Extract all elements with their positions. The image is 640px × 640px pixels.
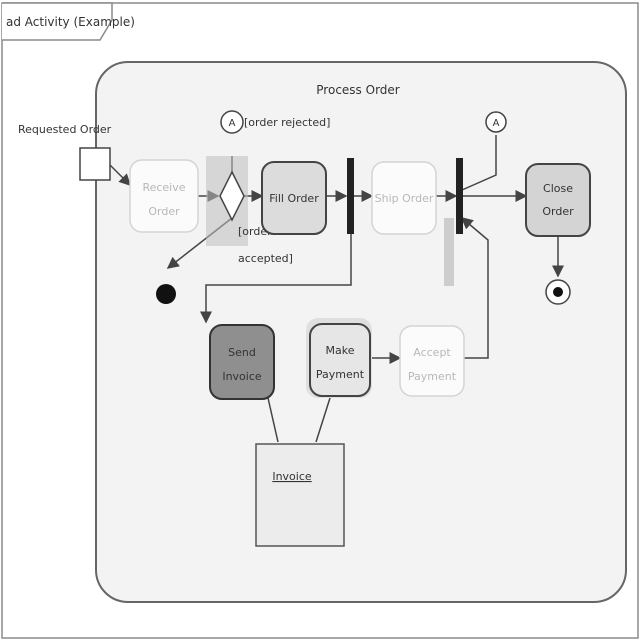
edge-send-invoice-to-object xyxy=(267,397,279,443)
action-fill-order[interactable]: Fill Order xyxy=(261,161,327,235)
guard-order-accepted-line2: accepted] xyxy=(238,252,293,265)
frame-title: ad Activity (Example) xyxy=(6,15,135,29)
decision-node[interactable] xyxy=(206,156,248,246)
object-node-invoice-label: Invoice xyxy=(272,470,312,483)
edge-input-to-receive xyxy=(109,164,132,187)
edge-connector-a-to-join xyxy=(461,135,497,191)
action-send-invoice[interactable]: Send Invoice xyxy=(209,324,275,400)
action-make-payment-line1: Make xyxy=(326,344,355,357)
join-bar[interactable] xyxy=(456,158,463,234)
action-receive-order-line1: Receive xyxy=(142,181,185,194)
input-parameter-label: Requested Order xyxy=(18,123,112,136)
connector-a-right-label: A xyxy=(493,118,500,129)
action-fill-order-label: Fill Order xyxy=(269,192,319,205)
fork-bar[interactable] xyxy=(347,158,354,234)
action-accept-payment[interactable]: Accept Payment xyxy=(399,325,465,397)
action-send-invoice-line2: Invoice xyxy=(222,370,262,383)
edge-accept-to-join xyxy=(460,217,489,359)
activity-final-node-close[interactable] xyxy=(545,279,571,305)
partition-title: Process Order xyxy=(316,83,400,97)
action-close-order-line1: Close xyxy=(543,182,573,195)
action-close-order-line2: Order xyxy=(542,205,574,218)
action-send-invoice-line1: Send xyxy=(228,346,256,359)
action-receive-order[interactable]: Receive Order xyxy=(129,159,199,233)
input-parameter[interactable]: Requested Order xyxy=(18,123,112,181)
edge-object-to-make-payment xyxy=(315,397,331,443)
edge-fork-to-send-invoice xyxy=(200,230,352,324)
action-close-order[interactable]: Close Order xyxy=(525,163,591,237)
connector-a-left-label: A xyxy=(229,118,236,129)
action-ship-order[interactable]: Ship Order xyxy=(371,161,437,235)
object-node-invoice[interactable]: Invoice xyxy=(255,443,345,547)
input-parameter-pin[interactable] xyxy=(79,147,111,181)
action-accept-payment-line2: Payment xyxy=(408,370,457,383)
action-accept-payment-line1: Accept xyxy=(413,346,451,359)
action-ship-order-label: Ship Order xyxy=(375,192,434,205)
activity-final-node[interactable] xyxy=(156,284,176,304)
action-make-payment-line2: Payment xyxy=(316,368,365,381)
action-receive-order-line2: Order xyxy=(148,205,180,218)
action-make-payment[interactable]: Make Payment xyxy=(306,318,372,398)
join-shadow xyxy=(444,218,454,286)
guard-order-rejected: [order rejected] xyxy=(244,116,330,129)
connector-a-left[interactable]: A xyxy=(220,110,244,134)
connector-a-right[interactable]: A xyxy=(485,111,507,133)
